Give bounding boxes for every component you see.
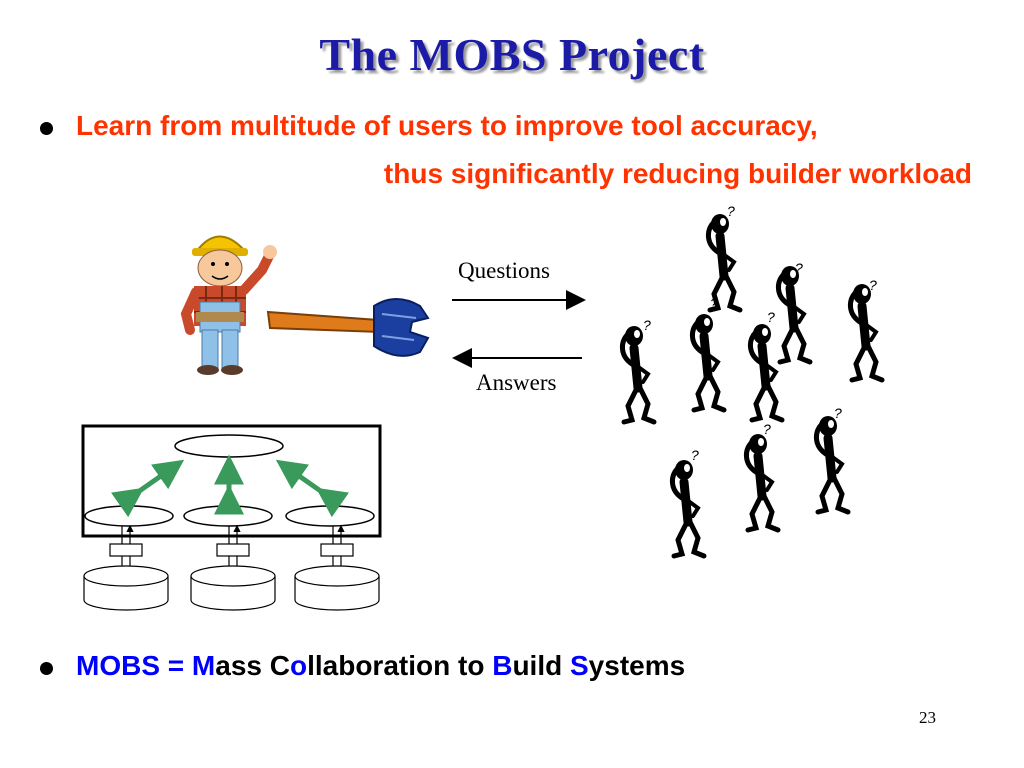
acronym-letter: M [191, 650, 216, 681]
word-part: ass [215, 650, 270, 681]
question-mark: ? [643, 317, 651, 333]
database-icon [83, 524, 380, 611]
question-mark: ? [834, 405, 842, 421]
question-mark: ? [691, 447, 699, 463]
word-part: uild [512, 650, 570, 681]
bullet-dot [40, 662, 53, 675]
confused-user-icon [672, 460, 704, 556]
confused-user-icon [750, 324, 782, 420]
word-part: C [269, 650, 290, 681]
question-mark: ? [763, 421, 771, 437]
confused-user-icon [816, 416, 848, 512]
confused-user-icon [778, 266, 810, 362]
word-part: llaboration to [307, 650, 493, 681]
confused-user-icon [622, 326, 654, 422]
confused-user-icon [746, 434, 778, 530]
bullet-1-line-2: thus significantly reducing builder work… [383, 158, 972, 189]
page-number: 23 [919, 708, 936, 727]
question-mark: ? [795, 260, 803, 276]
wrench-icon [266, 298, 430, 357]
confused-user-icon [850, 284, 882, 380]
bullet-1-line-1: Learn from multitude of users to improve… [76, 110, 818, 141]
mapping-arrows [110, 454, 350, 518]
question-mark: ? [727, 203, 735, 219]
question-mark: ? [767, 309, 775, 325]
question-mark: ? [710, 295, 718, 311]
bullet-2: MOBS = Mass Collaboration to Build Syste… [76, 650, 685, 682]
acronym-letter: S [569, 650, 589, 681]
answers-label: Answers [476, 370, 557, 395]
word-part: ystems [588, 650, 686, 681]
bullet-dot [40, 122, 53, 135]
acronym-letter: B [492, 650, 513, 681]
acronym-letter: o [289, 650, 308, 681]
mobs-prefix: MOBS = [76, 650, 192, 681]
question-mark: ? [869, 277, 877, 293]
questions-label: Questions [458, 258, 550, 283]
confused-user-icon [692, 314, 724, 410]
page-title: The MOBS Project [319, 29, 705, 80]
builder-clipart-icon [180, 235, 277, 375]
users-crowd [622, 214, 882, 556]
